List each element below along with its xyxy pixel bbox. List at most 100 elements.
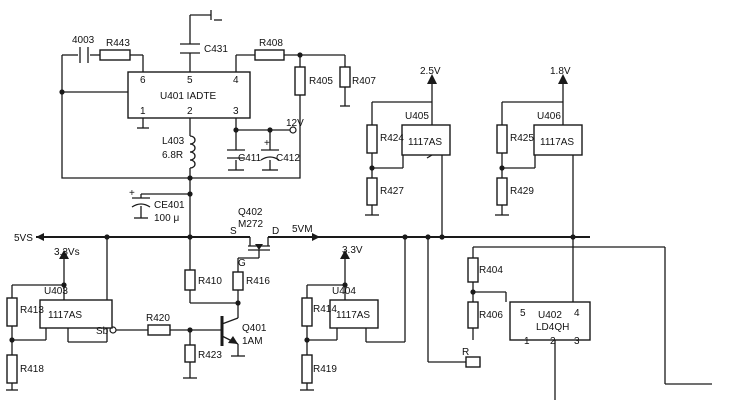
- resistor-r404: [467, 257, 479, 283]
- label-q401: Q401: [242, 323, 267, 334]
- label-u401-p4: 4: [233, 75, 239, 86]
- resistor-r413: [6, 297, 18, 327]
- label-u404-part: 1117AS: [336, 310, 370, 321]
- label-q402-s: S: [230, 226, 237, 237]
- arrow-3v3: [340, 250, 350, 259]
- label-q402-g: G: [238, 258, 246, 269]
- label-u402-p5: 5: [520, 308, 526, 319]
- label-r425: R425: [510, 133, 534, 144]
- label-c4003: 4003: [72, 35, 95, 46]
- label-r406: R406: [479, 310, 503, 321]
- capacitor-c431: [180, 43, 200, 54]
- ic-u406: [533, 124, 583, 156]
- resistor-r423: [184, 344, 196, 363]
- transistor-q401-arrow: [228, 336, 238, 344]
- resistor-r405: [294, 66, 306, 96]
- label-u401-p3: 3: [233, 106, 239, 117]
- label-u402-part: LD4QH: [536, 322, 569, 333]
- label-r416: R416: [246, 276, 270, 287]
- label-u401-p5: 5: [187, 75, 193, 86]
- arrow-3v3s: [59, 250, 69, 259]
- label-q402-d: D: [272, 226, 279, 237]
- label-r404: R404: [479, 265, 503, 276]
- label-r414: R414: [313, 304, 337, 315]
- resistor-r418: [6, 354, 18, 384]
- label-r420: R420: [146, 313, 170, 324]
- label-u401-p6: 6: [140, 75, 146, 86]
- label-l403-val: 6.8R: [162, 150, 183, 161]
- label-u402-p3: 3: [574, 336, 580, 347]
- terminal-12v: [289, 126, 297, 134]
- label-5vs: 5VS: [14, 233, 33, 244]
- label-r407: R407: [352, 76, 376, 87]
- label-u405-part: 1117AS: [408, 137, 442, 148]
- label-ce401: CE401: [154, 200, 185, 211]
- arrow-5vm: [312, 233, 320, 241]
- arrow-1v8: [558, 74, 568, 84]
- label-5vm: 5VM: [292, 224, 313, 235]
- resistor-r429: [496, 177, 508, 206]
- label-2v5: 2.5V: [420, 66, 441, 77]
- label-u402-p4: 4: [574, 308, 580, 319]
- component-labels: 4003 R443 C431 R408 U401 IADTE 6 5 4 1 2…: [14, 35, 580, 375]
- label-u404: U404: [332, 286, 356, 297]
- resistor-r419: [301, 354, 313, 384]
- arrow-2v5: [427, 74, 437, 84]
- label-u406: U406: [537, 111, 561, 122]
- label-r-partial: R: [462, 347, 469, 358]
- wires: [6, 10, 712, 400]
- resistor-r408: [254, 49, 285, 61]
- label-ce401-plus: +: [129, 188, 135, 199]
- label-u401: U401 IADTE: [160, 91, 216, 102]
- label-u405: U405: [405, 111, 429, 122]
- resistor-r414: [301, 297, 313, 327]
- resistor-r407: [339, 66, 351, 88]
- resistor-r427: [366, 177, 378, 206]
- label-r424: R424: [380, 133, 404, 144]
- mosfet-q402-arrow: [255, 244, 263, 250]
- label-c412: C412: [276, 153, 300, 164]
- ic-u403: [39, 299, 113, 329]
- label-u403-part: 1117AS: [48, 310, 82, 321]
- capacitor-c412: [260, 149, 280, 161]
- label-u401-p2: 2: [187, 106, 193, 117]
- resistor-r443: [99, 49, 131, 61]
- resistor-r420: [147, 324, 171, 336]
- label-c411: C411: [238, 153, 262, 164]
- label-q402: Q402: [238, 207, 263, 218]
- label-r427: R427: [380, 186, 404, 197]
- ic-u404: [329, 299, 379, 329]
- label-3v3: 3.3V: [342, 245, 363, 256]
- label-r410: R410: [198, 276, 222, 287]
- resistor-r406: [467, 301, 479, 329]
- label-q401-val: 1AM: [242, 336, 263, 347]
- resistor-r424: [366, 124, 378, 154]
- label-c412-plus: +: [264, 138, 270, 149]
- label-r423: R423: [198, 350, 222, 361]
- inductor-l403: [189, 135, 196, 169]
- label-r419: R419: [313, 364, 337, 375]
- label-u402: U402: [538, 310, 562, 321]
- ic-u401: [127, 71, 251, 119]
- label-c431: C431: [204, 44, 228, 55]
- label-1v8: 1.8V: [550, 66, 571, 77]
- label-u401-p1: 1: [140, 106, 146, 117]
- label-ce401-val: 100 μ: [154, 213, 179, 224]
- label-r429: R429: [510, 186, 534, 197]
- capacitor-c4003: [79, 47, 89, 63]
- capacitor-ce401: [131, 197, 151, 208]
- label-r413: R413: [20, 305, 44, 316]
- label-r418: R418: [20, 364, 44, 375]
- ic-u405: [401, 124, 451, 156]
- label-u402-p2: 2: [550, 336, 556, 347]
- label-12v: 12V: [286, 118, 304, 129]
- label-q402-part: M272: [238, 219, 263, 230]
- resistor-r416: [232, 271, 244, 291]
- junction-dots: [9, 52, 576, 343]
- label-sb: Sb: [96, 326, 109, 337]
- label-r408: R408: [259, 38, 283, 49]
- resistor-r425: [496, 124, 508, 154]
- arrow-5vs: [36, 233, 44, 241]
- label-r405: R405: [309, 76, 333, 87]
